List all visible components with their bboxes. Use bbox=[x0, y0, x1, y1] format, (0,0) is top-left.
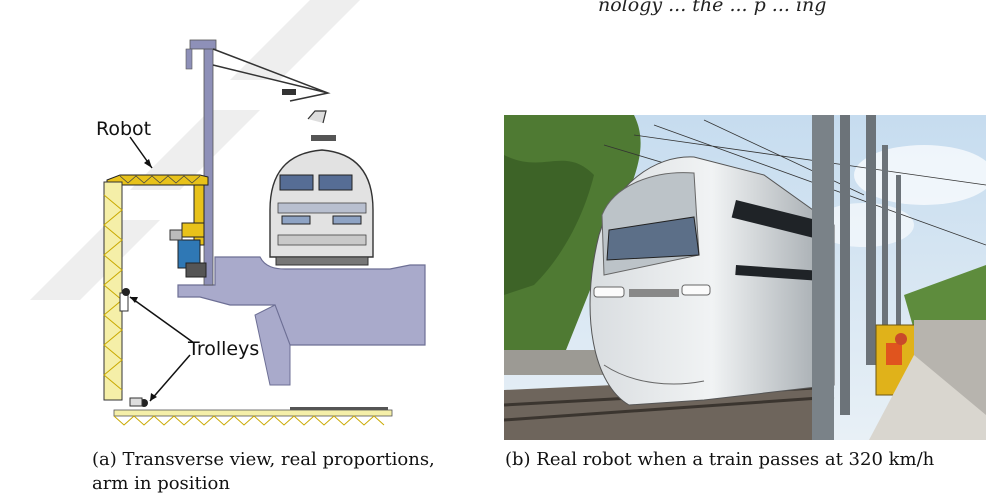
header-fragment: nology ... the ... p ... ing bbox=[598, 0, 827, 16]
viaduct-lower bbox=[254, 304, 291, 386]
bottom-lattice bbox=[113, 407, 393, 426]
viaduct-structure bbox=[177, 256, 426, 346]
trolleys-label: Trolleys bbox=[187, 338, 259, 360]
catenary-mast bbox=[203, 44, 214, 286]
tgv-train bbox=[589, 156, 835, 406]
mast-top bbox=[189, 39, 217, 50]
trolleys-arrow-lower bbox=[149, 354, 191, 402]
trolley-upper bbox=[122, 288, 130, 296]
masts bbox=[812, 115, 901, 440]
figure-a-caption: (a) Transverse view, real proportions, a… bbox=[92, 449, 435, 494]
robot-arm bbox=[106, 174, 209, 278]
catenary-arm bbox=[212, 48, 331, 102]
figure-b-photo bbox=[504, 115, 986, 440]
train-front bbox=[269, 110, 374, 266]
figure-a-transverse-view: Robot Trolleys bbox=[96, 39, 426, 426]
robot-label: Robot bbox=[96, 118, 151, 140]
lattice-wall bbox=[103, 181, 148, 407]
figure-b-caption: (b) Real robot when a train passes at 32… bbox=[505, 449, 935, 470]
trolleys-arrow-upper bbox=[129, 296, 195, 344]
